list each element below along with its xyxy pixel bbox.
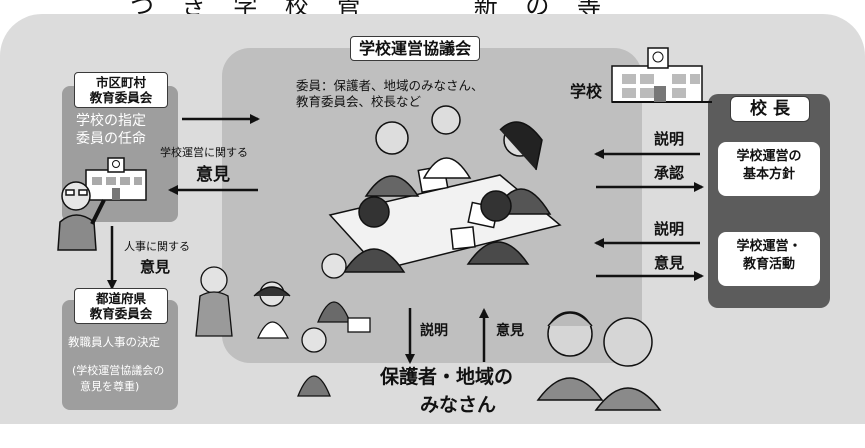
principal-box1-line2: 基本方針 bbox=[742, 167, 795, 182]
prefectural-board-note-line2: 意見を尊重) bbox=[80, 380, 140, 393]
explain-label-2: 説明 bbox=[654, 220, 685, 238]
explain-label-1: 説明 bbox=[654, 130, 685, 148]
principal-box2-line2: 教育活動 bbox=[742, 257, 795, 272]
municipal-board-body-line2: 委員の任命 bbox=[76, 131, 146, 147]
principal-box-policy: 学校運営の 基本方針 bbox=[718, 142, 820, 196]
approve-label: 承認 bbox=[654, 164, 685, 182]
principal-title: 校 長 bbox=[730, 96, 810, 122]
prefectural-board-title-line2: 教育委員会 bbox=[89, 306, 153, 321]
council-members-line1: 委員：保護者、地域のみなさん、 bbox=[296, 78, 484, 93]
community-explain-label: 説明 bbox=[420, 323, 448, 339]
school-building-icon bbox=[611, 47, 712, 103]
municipal-board-title: 市区町村 教育委員会 bbox=[74, 72, 168, 108]
prefectural-board-title-line1: 都道府県 bbox=[95, 291, 146, 306]
board-building-icon bbox=[85, 157, 147, 201]
school-label: 学校 bbox=[570, 82, 603, 101]
opinion-label: 意見 bbox=[654, 254, 685, 272]
children-figures bbox=[195, 253, 371, 397]
meeting-scene bbox=[328, 105, 562, 273]
community-label-line2: みなさん bbox=[420, 394, 497, 416]
council-title: 学校運営協議会 bbox=[350, 36, 481, 61]
opinion-board-big: 意見 bbox=[196, 165, 230, 185]
municipal-board-title-line2: 教育委員会 bbox=[89, 90, 153, 105]
principal-box-activities: 学校運営・ 教育活動 bbox=[718, 232, 820, 286]
municipal-board-body-line1: 学校の指定 bbox=[76, 113, 146, 129]
principal-box1-line1: 学校運営の bbox=[736, 149, 802, 164]
community-label-line1: 保護者・地域の bbox=[380, 366, 514, 388]
prefectural-board-body: 教職員人事の決定 bbox=[68, 335, 160, 349]
prefectural-board-title: 都道府県 教育委員会 bbox=[74, 288, 168, 324]
principal-box2-line1: 学校運営・ bbox=[736, 239, 802, 254]
council-members-line2: 教育委員会、校長など bbox=[296, 94, 422, 109]
elderly-couple bbox=[536, 311, 662, 411]
official-figure bbox=[57, 181, 106, 251]
personnel-small: 人事に関する bbox=[124, 240, 190, 253]
opinion-board-small: 学校運営に関する bbox=[160, 146, 248, 159]
prefectural-board-note-line1: (学校運営協議会の bbox=[72, 364, 165, 377]
personnel-big: 意見 bbox=[140, 258, 171, 276]
municipal-board-title-line1: 市区町村 bbox=[95, 75, 146, 90]
top-band bbox=[0, 0, 865, 14]
community-opinion-label: 意見 bbox=[496, 323, 524, 339]
